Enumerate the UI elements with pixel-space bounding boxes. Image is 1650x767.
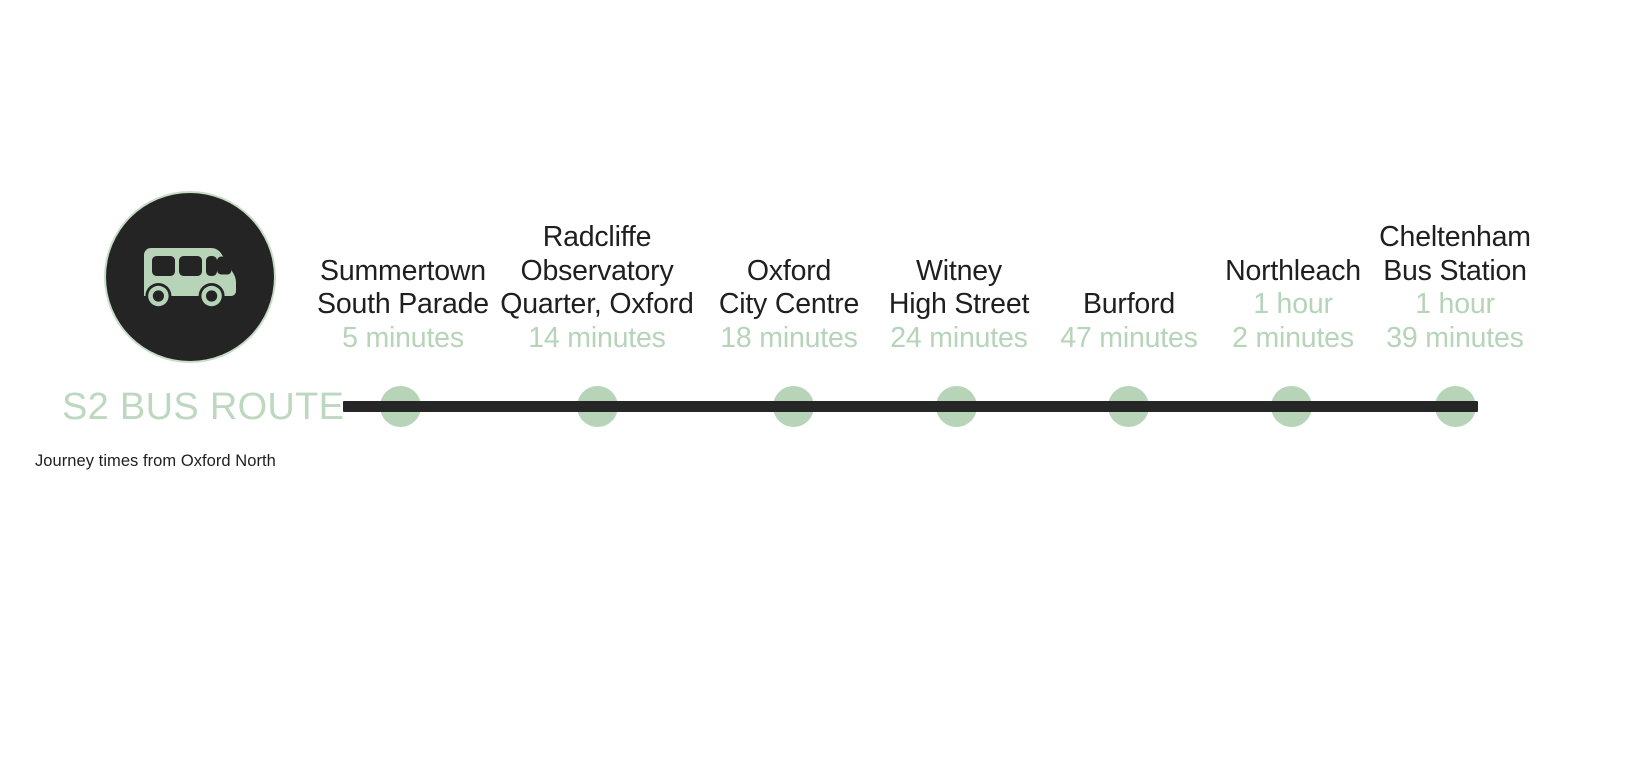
stop-name-line: Witney <box>916 254 1002 287</box>
route-line <box>343 400 1478 412</box>
stop-duration-line: 24 minutes <box>890 321 1028 354</box>
stop-name-line: Cheltenham <box>1379 221 1531 253</box>
stop-duration-line: 14 minutes <box>528 321 666 354</box>
stop-duration-line: 18 minutes <box>720 321 858 354</box>
stop-name-line: South Parade <box>317 288 489 320</box>
stop-name-line: Northleach <box>1225 254 1361 287</box>
stop-name-line: City Centre <box>718 288 860 320</box>
stop-duration-line: 39 minutes <box>1386 321 1524 354</box>
stop-name-line: Burford <box>1082 288 1176 320</box>
bus-badge <box>106 193 274 361</box>
stop-name-line: Radcliffe <box>542 221 652 253</box>
stop-name-line: Summertown <box>320 254 486 287</box>
stop-duration-line: 2 minutes <box>1232 321 1354 354</box>
stop-name-line: Observatory <box>520 254 674 287</box>
bus-icon <box>138 246 242 308</box>
route-line-group <box>0 370 1650 444</box>
stop-name-line: Oxford <box>746 254 832 287</box>
stop-duration-line: 47 minutes <box>1060 321 1198 354</box>
stop-duration-line: 5 minutes <box>342 321 464 354</box>
route-subtitle: Journey times from Oxford North <box>35 452 276 470</box>
stop-name-line: Quarter, Oxford <box>500 288 694 320</box>
stop-duration-line: 1 hour <box>1253 288 1333 320</box>
route-title: S2 BUS ROUTE <box>62 386 345 428</box>
stop-name-line: High Street <box>888 288 1030 320</box>
stop-name-line: Bus Station <box>1383 254 1527 287</box>
stop-duration-line: 1 hour <box>1415 288 1495 320</box>
